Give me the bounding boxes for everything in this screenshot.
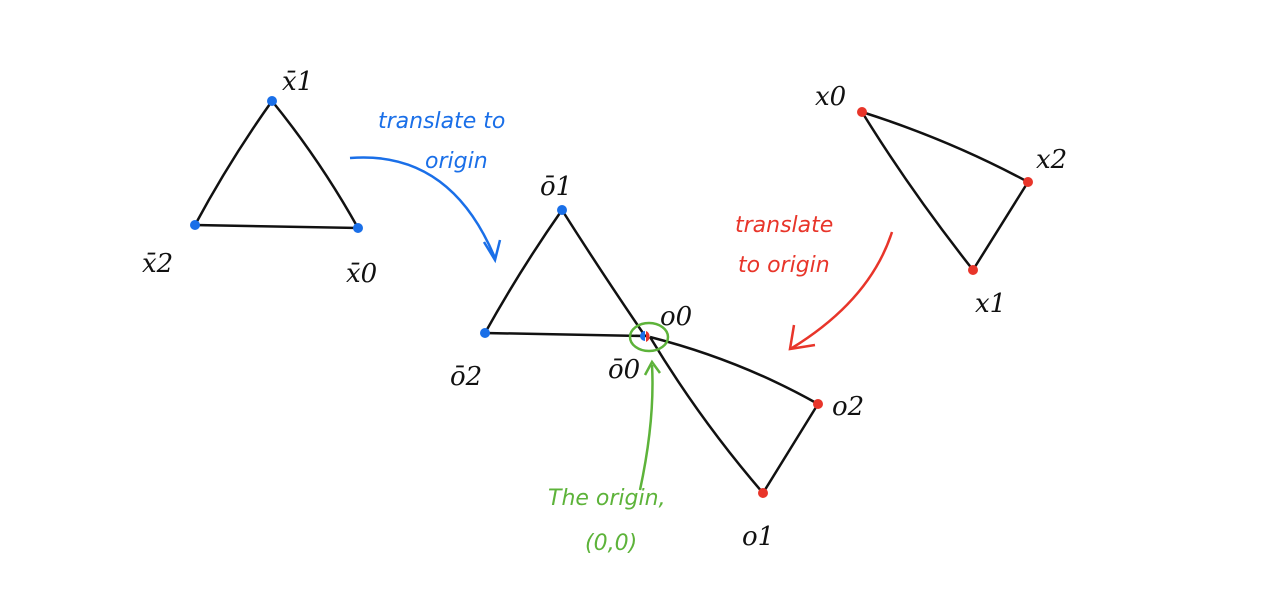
blue-translate-annotation: translate to origin bbox=[349, 109, 505, 264]
vertex-o1-bar bbox=[557, 205, 567, 215]
origin-circle bbox=[628, 321, 670, 353]
origin-note-line2: (0,0) bbox=[585, 531, 637, 556]
vertex-x2 bbox=[1023, 177, 1033, 187]
green-arrowhead-icon bbox=[643, 359, 662, 376]
translated-blue-edges bbox=[482, 209, 648, 338]
label-x1: x1 bbox=[975, 289, 1006, 319]
red-note-line2: to origin bbox=[738, 253, 830, 278]
blue-arrow bbox=[349, 156, 497, 259]
origin-blue-half bbox=[640, 331, 645, 341]
label-o0: o0 bbox=[660, 302, 692, 332]
vertex-o1 bbox=[758, 488, 768, 498]
red-arrowhead-icon bbox=[788, 324, 816, 351]
label-x0: x0 bbox=[815, 82, 846, 112]
red-note-line1: translate bbox=[735, 213, 833, 238]
label-x2: x2 bbox=[1036, 145, 1067, 175]
red-translate-annotation: translate to origin bbox=[735, 213, 894, 351]
vertex-o2-bar bbox=[480, 328, 490, 338]
label-x0-bar: x̄0 bbox=[346, 259, 377, 289]
vertex-x1 bbox=[968, 265, 978, 275]
origin-red-half bbox=[646, 331, 650, 342]
target-triangle: x0 x2 x1 bbox=[815, 82, 1067, 319]
blue-arrowhead-icon bbox=[482, 239, 502, 264]
translated-blue-triangle: ō1 ō2 ō0 bbox=[450, 172, 648, 392]
label-o1-bar: ō1 bbox=[540, 172, 572, 202]
label-o2-bar: ō2 bbox=[450, 362, 482, 392]
origin-marker: The origin, (0,0) bbox=[548, 321, 670, 556]
label-o1: o1 bbox=[742, 522, 774, 552]
vertex-x1-bar bbox=[267, 96, 277, 106]
label-o2: o2 bbox=[832, 392, 864, 422]
source-triangle: x̄1 x̄2 x̄0 bbox=[142, 67, 377, 289]
source-triangle-edges bbox=[192, 100, 361, 230]
vertex-x2-bar bbox=[190, 220, 200, 230]
vertex-x0-bar bbox=[353, 223, 363, 233]
label-x1-bar: x̄1 bbox=[282, 67, 313, 97]
translated-red-triangle: o0 o2 o1 bbox=[648, 302, 864, 552]
green-arrow bbox=[638, 364, 654, 491]
translated-red-edges bbox=[648, 335, 820, 496]
target-triangle-edges bbox=[860, 110, 1030, 273]
blue-note-line1: translate to bbox=[378, 109, 505, 134]
vertex-x0 bbox=[857, 107, 867, 117]
red-arrow bbox=[791, 231, 894, 350]
vertex-o2 bbox=[813, 399, 823, 409]
origin-note-line1: The origin, bbox=[548, 486, 666, 511]
blue-note-line2: origin bbox=[425, 149, 488, 174]
label-x2-bar: x̄2 bbox=[142, 249, 173, 279]
label-o0-bar: ō0 bbox=[608, 355, 640, 385]
